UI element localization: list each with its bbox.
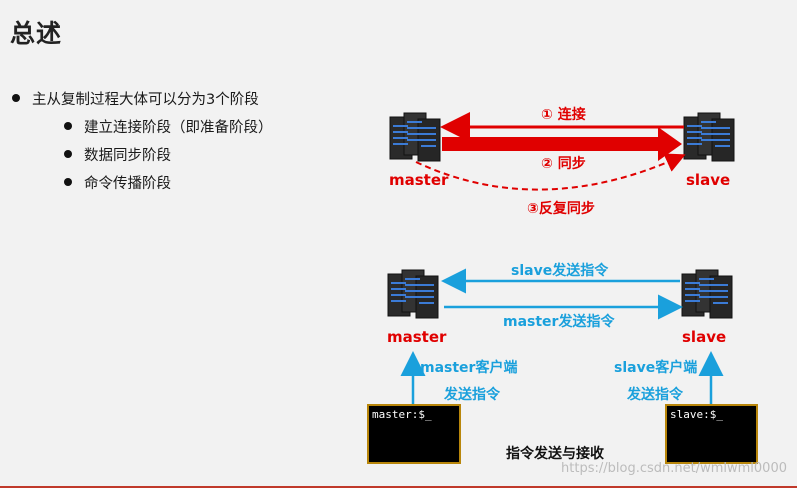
bullet-sub-3-text: 命令传播阶段 [84, 176, 171, 192]
bullet-main-text: 主从复制过程大体可以分为3个阶段 [32, 92, 259, 108]
slave-server-icon [681, 269, 733, 319]
master-send-command-label: master发送指令 [503, 314, 615, 330]
master-client-label: master客户端 [420, 360, 518, 376]
page-title: 总述 [10, 19, 63, 48]
master-label: master [389, 171, 449, 189]
bullet-dot [64, 178, 72, 186]
slave-terminal: slave:$_ [665, 404, 758, 464]
bullet-dot [12, 94, 20, 102]
master-client-send-label: 发送指令 [444, 387, 500, 403]
step-sync-label: ② 同步 [541, 156, 586, 172]
repeat-sync-arrow [415, 153, 686, 191]
slave-terminal-prompt: slave:$_ [670, 408, 723, 421]
watermark: https://blog.csdn.net/wmlwml0000 [561, 461, 787, 476]
bottom-divider [0, 486, 797, 488]
master-server-icon [389, 112, 441, 162]
bullet-dot [64, 150, 72, 158]
bullet-sub-1-text: 建立连接阶段（即准备阶段） [84, 120, 273, 136]
master-terminal: master:$_ [367, 404, 461, 464]
step-repeat-sync-label: ③反复同步 [527, 201, 595, 217]
slave-label: slave [686, 171, 731, 189]
diagram-caption: 指令发送与接收 [506, 446, 604, 462]
bullet-dot [64, 122, 72, 130]
slave-server-icon [683, 112, 735, 162]
master-server-icon [387, 269, 439, 319]
step-connect-label: ① 连接 [541, 107, 586, 123]
slave-client-send-label: 发送指令 [627, 387, 683, 403]
master-label: master [387, 328, 447, 346]
sync-arrow [442, 127, 682, 161]
slave-client-label: slave客户端 [614, 360, 698, 376]
master-terminal-prompt: master:$_ [372, 408, 432, 421]
slave-send-command-label: slave发送指令 [511, 263, 609, 279]
slave-label: slave [682, 328, 727, 346]
bullet-sub-2-text: 数据同步阶段 [84, 148, 171, 164]
